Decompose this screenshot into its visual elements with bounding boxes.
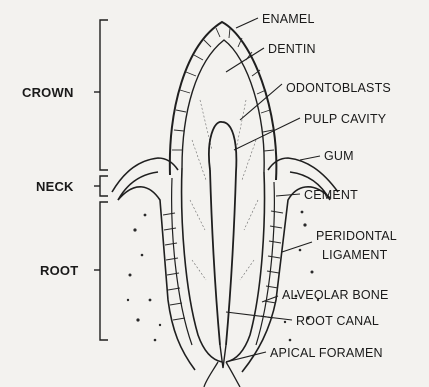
root-canal-label: ROOT CANAL <box>296 314 379 328</box>
pulp-cavity-label: PULP CAVITY <box>304 112 387 126</box>
gum-label: GUM <box>324 149 354 163</box>
apical-vessels <box>204 362 240 387</box>
dentin-label: DENTIN <box>268 42 316 56</box>
neck-label: NECK <box>36 179 74 194</box>
crown-label: CROWN <box>22 85 74 100</box>
odontoblasts-leader <box>240 84 282 120</box>
alveolar-bone-label: ALVEOLAR BONE <box>282 288 389 302</box>
peridontal-label-line2: LIGAMENT <box>322 248 388 262</box>
gum-leader <box>300 156 320 160</box>
pulp-cavity-leader <box>234 118 300 150</box>
dentin-shape <box>172 100 275 362</box>
pulp-cavity-shape <box>209 122 236 368</box>
root-label: ROOT <box>40 263 78 278</box>
enamel-leader <box>236 18 258 28</box>
region-brackets <box>94 20 108 340</box>
peridontal-leader <box>282 242 312 252</box>
apical-foramen-label: APICAL FORAMEN <box>270 346 383 360</box>
cement-leader <box>276 194 300 196</box>
enamel-label: ENAMEL <box>262 12 315 26</box>
enamel-shape <box>170 22 277 180</box>
odontoblasts-label: ODONTOBLASTS <box>286 81 391 95</box>
cement-label: CEMENT <box>304 188 358 202</box>
alveolar-bone-shape <box>118 187 330 372</box>
root-canal-leader <box>226 312 292 320</box>
apical-foramen-leader <box>226 352 266 362</box>
peridontal-label-line1: PERIDONTAL <box>316 229 397 243</box>
